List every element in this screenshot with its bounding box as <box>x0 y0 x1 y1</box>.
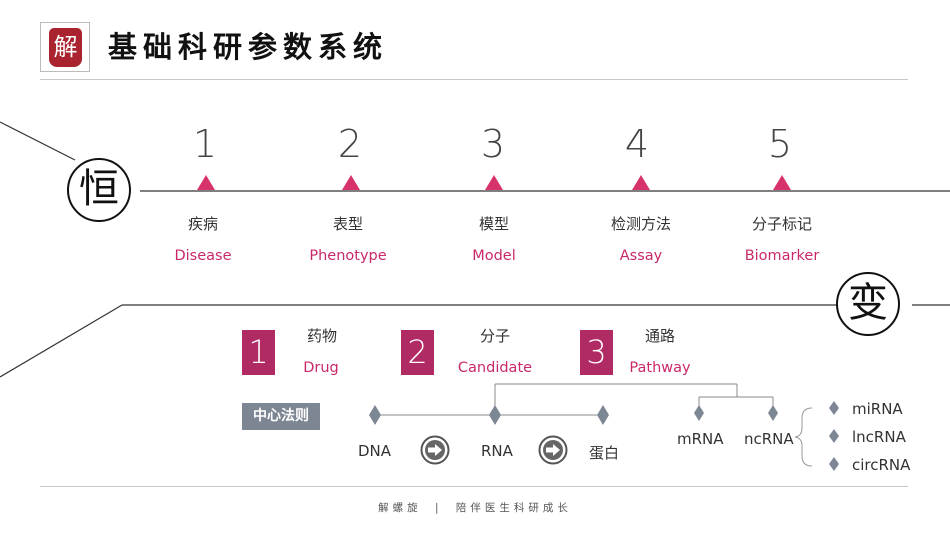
step-label-en: Disease <box>174 248 232 264</box>
step-label-en: Phenotype <box>309 248 387 264</box>
step-number: 2 <box>337 122 363 166</box>
ncrna-brace <box>794 407 813 467</box>
step-label-zh: 表型 <box>332 215 363 233</box>
step-number: 3 <box>480 122 506 166</box>
footer: 解螺旋 | 陪伴医生科研成长 <box>0 500 950 515</box>
logo: 解 <box>40 22 90 72</box>
variable-label-zh: 药物 <box>306 327 337 345</box>
step-number: 1 <box>192 122 218 166</box>
mirna-label: miRNA <box>852 400 903 418</box>
variable-label-en: Candidate <box>457 360 533 376</box>
footer-brand: 解螺旋 <box>378 502 422 514</box>
step-label-en: Model <box>472 248 516 264</box>
page-title: 基础科研参数系统 <box>108 30 389 64</box>
variable-label-zh: 通路 <box>644 327 675 345</box>
constant-symbol: 恒 <box>67 158 131 222</box>
header-divider <box>40 79 908 80</box>
step-label-zh: 检测方法 <box>610 215 671 233</box>
rna-label: RNA <box>481 442 513 460</box>
step-label-zh: 分子标记 <box>751 215 812 233</box>
step-number: 4 <box>624 122 650 166</box>
dna-label: DNA <box>358 442 392 460</box>
rna-diamond-icon <box>489 405 501 425</box>
circrna-label: circRNA <box>852 456 911 474</box>
footer-slogan: 陪伴医生科研成长 <box>455 502 572 514</box>
arrow-right-icon <box>538 435 568 465</box>
ncrna-diamond-icon <box>768 405 778 421</box>
protein-diamond-icon <box>597 405 609 425</box>
variable-number-box: 1 <box>242 330 275 375</box>
ncrna-label: ncRNA <box>744 430 794 448</box>
variable-label-zh: 分子 <box>479 327 510 345</box>
upper-diagonal-line <box>0 121 76 161</box>
dna-diamond-icon <box>369 405 381 425</box>
variable-label-en: Drug <box>303 360 339 376</box>
step-label-zh: 疾病 <box>187 215 218 233</box>
variable-number-box: 3 <box>580 330 613 375</box>
step-label-en: Assay <box>619 248 663 264</box>
step-label-en: Biomarker <box>744 248 820 264</box>
lncrna-label: lncRNA <box>852 428 906 446</box>
mrna-diamond-icon <box>694 405 704 421</box>
protein-label: 蛋白 <box>589 444 620 462</box>
arrow-right-icon <box>420 435 450 465</box>
lncrna-diamond-icon <box>829 429 839 443</box>
step-marker-icon <box>773 175 791 190</box>
variable-number-box: 2 <box>401 330 434 375</box>
variable-label-en: Pathway <box>629 360 691 376</box>
mirna-diamond-icon <box>829 401 839 415</box>
footer-divider <box>40 486 908 487</box>
circrna-diamond-icon <box>829 457 839 471</box>
step-label-zh: 模型 <box>478 215 509 233</box>
mrna-label: mRNA <box>677 430 724 448</box>
footer-separator: | <box>434 502 443 514</box>
step-marker-icon <box>197 175 215 190</box>
step-marker-icon <box>632 175 650 190</box>
logo-seal: 解 <box>49 28 82 67</box>
variable-symbol: 变 <box>836 272 900 336</box>
step-number: 5 <box>767 122 793 166</box>
lower-diagonal-line <box>0 304 123 378</box>
step-marker-icon <box>485 175 503 190</box>
step-marker-icon <box>342 175 360 190</box>
central-dogma-badge: 中心法则 <box>242 403 320 430</box>
